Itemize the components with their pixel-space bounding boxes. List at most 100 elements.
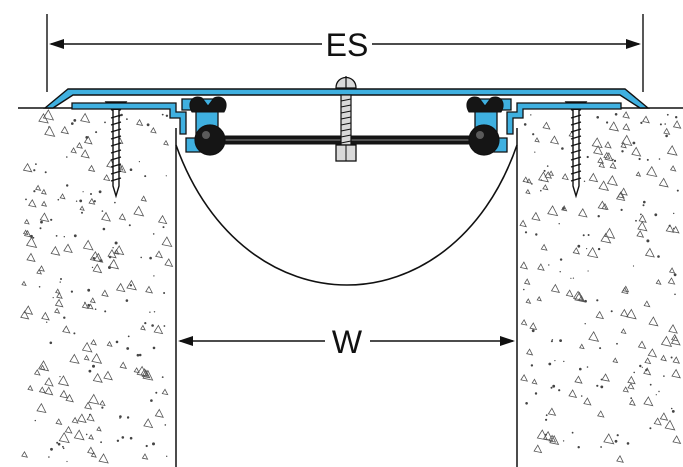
aggregate-speck (140, 256, 142, 259)
aggregate-speck (531, 211, 541, 221)
aggregate-speck (554, 360, 556, 362)
aggregate-speck (89, 297, 96, 304)
aggregate-speck (663, 375, 665, 377)
aggregate-speck (90, 338, 97, 346)
aggregate-speck (23, 218, 30, 225)
aggregate-speck (616, 454, 624, 463)
aggregate-speck (33, 368, 41, 376)
aggregate-speck (536, 295, 542, 302)
right-concrete-aggregate (519, 111, 682, 463)
aggregate-speck (523, 123, 527, 126)
aggregate-speck (57, 442, 61, 446)
aggregate-speck (584, 299, 587, 303)
aggregate-speck (22, 162, 33, 173)
aggregate-speck (587, 246, 599, 259)
aggregate-speck (161, 236, 173, 248)
aggregate-speck (20, 310, 30, 320)
aggregate-speck (112, 247, 114, 249)
aggregate-speck (617, 191, 625, 199)
aggregate-speck (604, 141, 612, 149)
aggregate-speck (60, 125, 70, 135)
aggregate-speck (94, 308, 97, 311)
aggregate-speck (561, 205, 568, 212)
aggregate-speck (150, 399, 153, 402)
aggregate-speck (671, 410, 675, 413)
aggregate-speck (542, 184, 549, 191)
aggregate-speck (153, 311, 156, 313)
aggregate-speck (672, 435, 682, 444)
aggregate-speck (54, 298, 64, 308)
center-bolt (335, 76, 357, 162)
aggregate-speck (86, 413, 95, 422)
aggregate-speck (77, 413, 87, 423)
aggregate-speck (59, 193, 66, 200)
aggregate-speck (672, 120, 682, 129)
aggregate-speck (643, 396, 654, 407)
aggregate-speck (116, 439, 120, 442)
aggregate-speck (140, 324, 146, 331)
aggregate-speck (620, 308, 629, 318)
aggregate-speck (642, 204, 645, 207)
aggregate-speck (670, 407, 673, 410)
aggregate-speck (93, 200, 96, 203)
aggregate-speck (118, 213, 127, 221)
left-concrete-aggregate (20, 109, 174, 464)
aggregate-speck (113, 248, 120, 255)
aggregate-speck (534, 392, 538, 395)
aggregate-speck (107, 248, 117, 259)
aggregate-speck (114, 201, 116, 204)
left-retainer-clip (189, 96, 227, 113)
aggregate-speck (163, 139, 169, 146)
aggregate-speck (41, 311, 50, 321)
aggregate-speck (601, 373, 610, 382)
aggregate-speck (163, 325, 166, 327)
aggregate-speck (534, 151, 536, 153)
aggregate-speck (526, 178, 532, 184)
aggregate-speck (572, 290, 584, 301)
aggregate-speck (673, 212, 675, 215)
aggregate-speck (101, 289, 109, 297)
aggregate-speck (673, 227, 675, 230)
aggregate-speck (128, 224, 131, 227)
aggregate-speck (129, 168, 133, 171)
aggregate-speck (165, 114, 169, 118)
aggregate-speck (638, 214, 647, 223)
aggregate-speck (114, 241, 118, 245)
aggregate-speck (666, 113, 669, 116)
aggregate-speck (92, 364, 95, 368)
aggregate-speck (115, 340, 119, 344)
aggregate-speck (44, 377, 54, 387)
aggregate-speck (622, 123, 631, 131)
aggregate-speck (149, 311, 151, 313)
aggregate-speck (126, 416, 130, 419)
aggregate-speck (39, 364, 46, 371)
aggregate-speck (671, 225, 680, 234)
aggregate-speck (44, 386, 54, 396)
aggregate-speck (654, 213, 658, 217)
aggregate-speck (55, 235, 58, 237)
aggregate-speck (100, 441, 102, 444)
aggregate-speck (620, 141, 627, 149)
aggregate-speck (562, 440, 565, 442)
aggregate-speck (25, 236, 38, 248)
aggregate-speck (54, 307, 61, 314)
aggregate-speck (644, 357, 652, 365)
aggregate-speck (80, 112, 91, 124)
aggregate-speck (630, 397, 633, 400)
aggregate-speck (142, 369, 154, 381)
right-concrete-slab (516, 107, 683, 467)
aggregate-speck (163, 292, 166, 294)
aggregate-speck (604, 152, 614, 162)
aggregate-speck (613, 159, 617, 162)
aggregate-speck (165, 175, 167, 177)
aggregate-speck (551, 339, 554, 341)
aggregate-speck (632, 141, 636, 145)
aggregate-speck (98, 453, 109, 464)
aggregate-speck (70, 147, 77, 154)
aggregate-speck (90, 451, 97, 458)
aggregate-speck (588, 172, 599, 183)
aggregate-speck (626, 308, 637, 320)
aggregate-speck (82, 239, 94, 251)
aggregate-speck (658, 158, 661, 160)
